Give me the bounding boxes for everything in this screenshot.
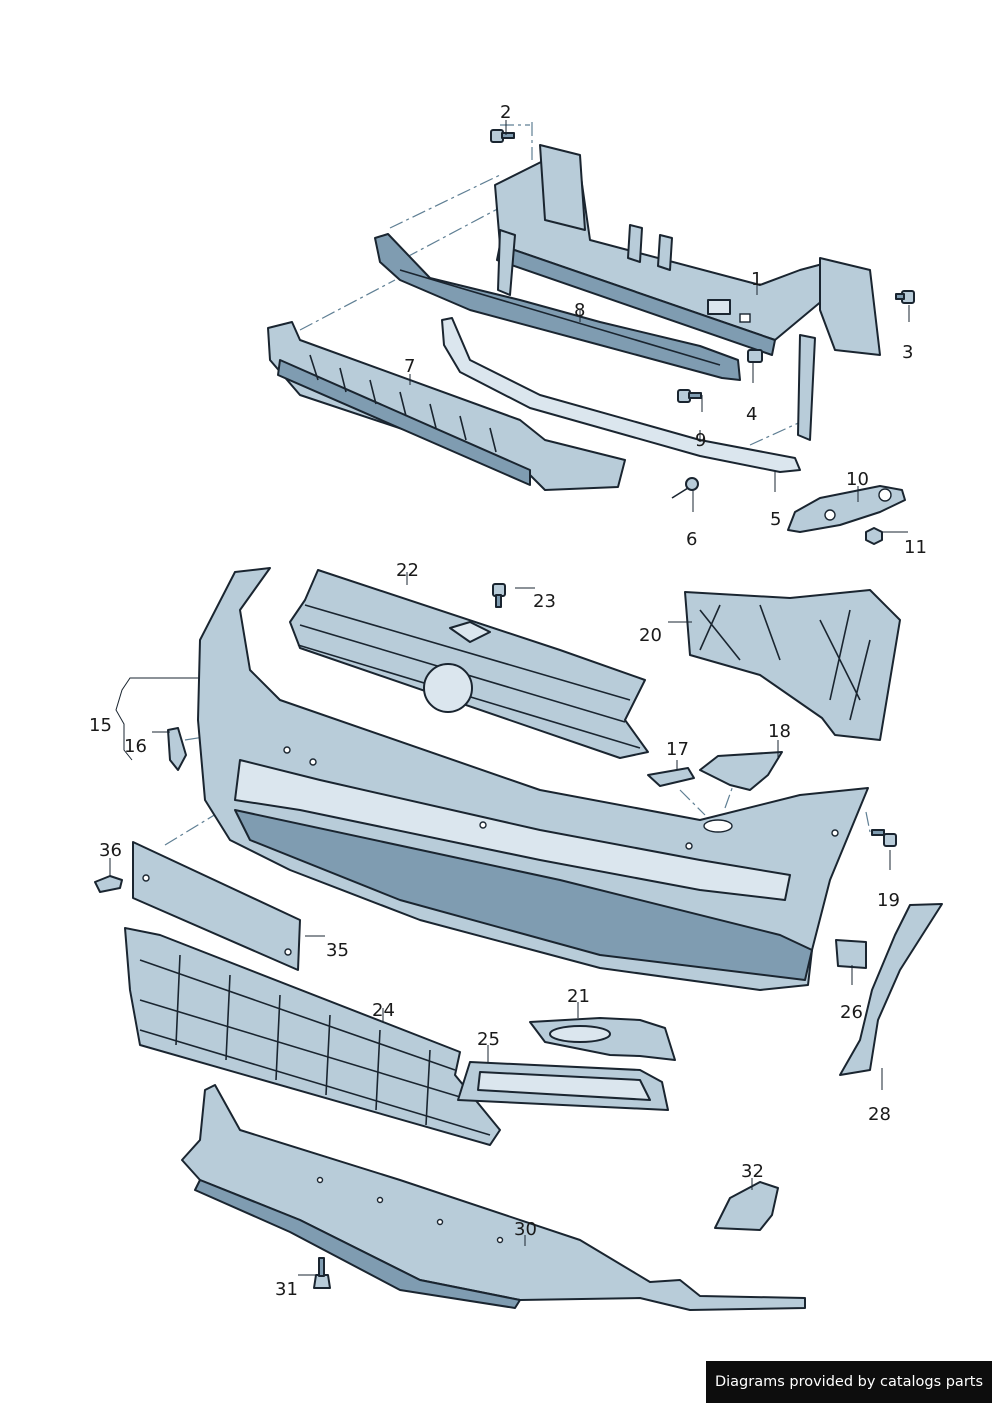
part-18-bracket — [699, 751, 783, 791]
callout-labels: 1 2 3 4 5 6 7 8 9 10 11 15 16 17 18 19 2… — [89, 102, 927, 1300]
callout-24: 24 — [372, 1000, 395, 1021]
part-32-bracket — [714, 1181, 779, 1231]
callout-25: 25 — [477, 1029, 500, 1050]
callout-22: 22 — [396, 560, 419, 581]
callout-9: 9 — [695, 430, 706, 451]
credit-banner: Diagrams provided by catalogs parts — [706, 1361, 992, 1403]
callout-4: 4 — [746, 404, 757, 425]
callout-16: 16 — [124, 736, 147, 757]
part-25-fog-lamp-trim — [457, 1061, 669, 1111]
part-24-lower-grille — [124, 927, 501, 1146]
callout-2: 2 — [500, 102, 511, 123]
callout-35: 35 — [326, 940, 349, 961]
callout-11: 11 — [904, 537, 927, 558]
part-26-clip — [835, 939, 867, 969]
callout-1: 1 — [751, 269, 762, 290]
part-35-license-plate-holder — [132, 841, 301, 971]
callout-15: 15 — [89, 715, 112, 736]
callout-10: 10 — [846, 469, 869, 490]
part-9-trim-strip — [441, 317, 801, 473]
leader-lines — [109, 120, 910, 1276]
part-23-bolt — [492, 583, 506, 608]
callout-7: 7 — [404, 356, 415, 377]
callout-30: 30 — [514, 1219, 537, 1240]
part-8-grille-support — [374, 233, 741, 381]
part-20-side-bracket — [684, 589, 901, 741]
callout-23: 23 — [533, 591, 556, 612]
part-1-bumper-carrier — [494, 144, 881, 441]
callout-20: 20 — [639, 625, 662, 646]
part-15-bumper-cover — [197, 567, 869, 991]
callout-21: 21 — [567, 986, 590, 1007]
fasteners — [94, 129, 915, 1289]
part-17-cover — [647, 767, 695, 787]
part-28-side-trim — [839, 903, 943, 1076]
part-16-cap — [167, 727, 187, 771]
callout-28: 28 — [868, 1104, 891, 1125]
callout-5: 5 — [770, 509, 781, 530]
part-4-bolts — [677, 349, 763, 403]
callout-36: 36 — [99, 840, 122, 861]
callout-6: 6 — [686, 529, 697, 550]
part-19-bolt — [871, 829, 897, 847]
part-30-lower-spoiler — [181, 1084, 806, 1311]
callout-31: 31 — [275, 1279, 298, 1300]
part-11-nut — [865, 527, 883, 545]
part-3-bolt — [895, 290, 915, 304]
part-31-bolt — [313, 1257, 331, 1289]
callout-32: 32 — [741, 1161, 764, 1182]
part-21-fog-lamp — [529, 1017, 676, 1061]
part-7-impact-absorber — [267, 321, 626, 491]
part-5-bracket — [787, 485, 906, 533]
part-2-bolt — [490, 129, 515, 143]
callout-17: 17 — [666, 739, 689, 760]
callout-26: 26 — [840, 1002, 863, 1023]
callout-18: 18 — [768, 721, 791, 742]
callout-3: 3 — [902, 342, 913, 363]
callout-8: 8 — [574, 300, 585, 321]
part-6-clip — [671, 477, 699, 499]
part-22-upper-grille — [289, 569, 649, 759]
part-36-clip — [94, 875, 123, 893]
callout-19: 19 — [877, 890, 900, 911]
